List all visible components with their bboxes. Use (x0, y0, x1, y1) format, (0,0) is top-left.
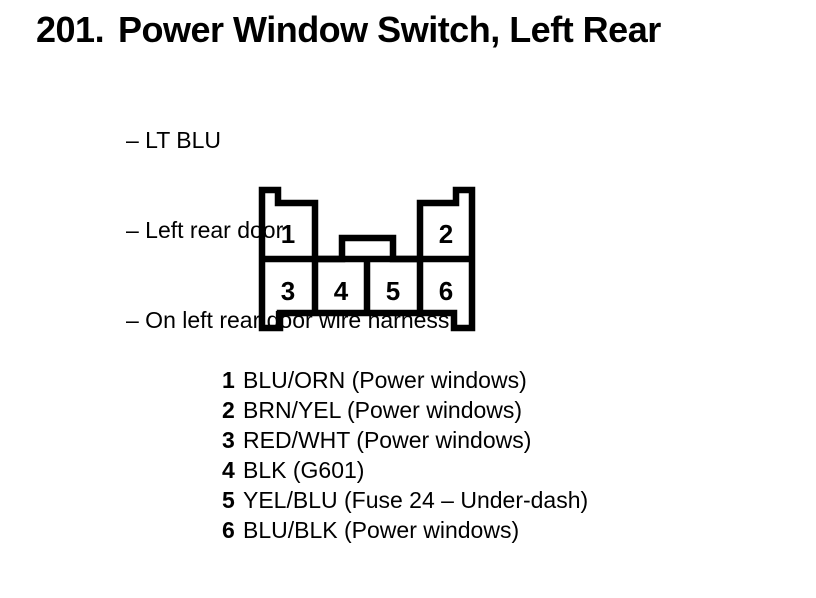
pin-description: BLK (G601) (243, 457, 365, 483)
pin-number: 2 (222, 397, 235, 423)
pin-number: 5 (222, 487, 235, 513)
pin-description: BRN/YEL (Power windows) (243, 397, 523, 423)
pin-row: 3 RED/WHT (Power windows) (222, 425, 588, 455)
pin-description: YEL/BLU (Fuse 24 – Under-dash) (243, 487, 589, 513)
connector-pin-number-5: 5 (386, 276, 400, 306)
pin-number: 6 (222, 517, 235, 543)
connector-pinout-diagram: 1 2 3 4 5 6 (258, 186, 476, 332)
connector-pin-number-1: 1 (281, 219, 295, 249)
pin-description: BLU/BLK (Power windows) (243, 517, 520, 543)
pin-row: 2 BRN/YEL (Power windows) (222, 395, 588, 425)
pin-number: 3 (222, 427, 235, 453)
pin-description: RED/WHT (Power windows) (243, 427, 532, 453)
pin-list: 1 BLU/ORN (Power windows) 2 BRN/YEL (Pow… (222, 365, 588, 545)
pin-number: 4 (222, 457, 235, 483)
note-wire-color: – LT BLU (126, 127, 222, 153)
pin-row: 4 BLK (G601) (222, 455, 588, 485)
page-title: Power Window Switch, Left Rear (118, 9, 661, 50)
pin-number: 1 (222, 367, 235, 393)
section-number: 201. (36, 9, 105, 50)
connector-pin-number-6: 6 (439, 276, 453, 306)
connector-pin-number-3: 3 (281, 276, 295, 306)
pin-row: 6 BLU/BLK (Power windows) (222, 515, 588, 545)
connector-pin-number-2: 2 (439, 219, 453, 249)
pin-row: 1 BLU/ORN (Power windows) (222, 365, 588, 395)
connector-outline (258, 186, 476, 332)
pin-description: BLU/ORN (Power windows) (243, 367, 527, 393)
connector-notes: – LT BLU – Left rear door – On left rear… (126, 65, 449, 395)
section-header: 201. Power Window Switch, Left Rear (0, 10, 816, 52)
pin-row: 5 YEL/BLU (Fuse 24 – Under-dash) (222, 485, 588, 515)
connector-pin-number-4: 4 (334, 276, 349, 306)
